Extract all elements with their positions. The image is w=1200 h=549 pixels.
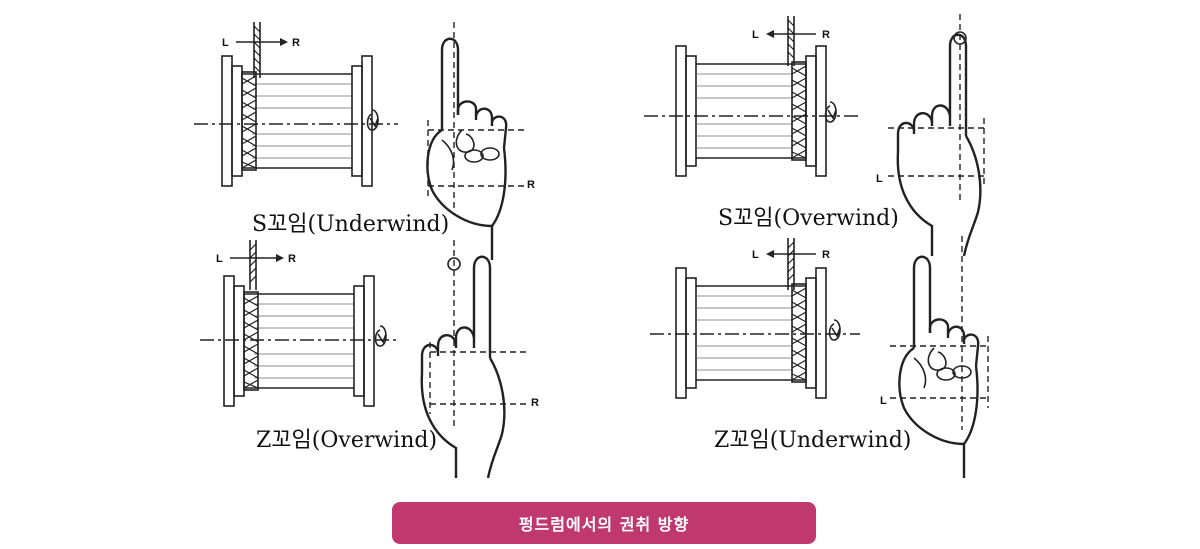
hand-side-marker: L	[880, 395, 887, 407]
quadrant-label: S꼬임(Overwind)	[718, 206, 899, 231]
caption-text: 펑드럼에서의 권취 방향	[518, 515, 690, 534]
quadrant-z-overwind: L R R Z꼬임(Overwind)	[200, 240, 539, 480]
quadrant-s-underwind: L R R S꼬임(Underwind)	[194, 22, 535, 262]
rotation-arrow-icon	[374, 325, 387, 347]
quadrant-label: Z꼬임(Underwind)	[714, 428, 911, 453]
drum	[675, 267, 827, 399]
hand-icon	[896, 33, 982, 258]
rotation-arrow-icon	[824, 101, 837, 123]
drum	[221, 55, 373, 187]
left-marker: L	[752, 249, 759, 261]
right-marker: R	[288, 253, 296, 265]
drum	[675, 45, 827, 177]
quadrant-s-overwind: L R L S꼬임(Overwind)	[644, 14, 985, 258]
winding-direction-diagram: L R R S꼬임(Underwind) L R L S꼬임(O	[194, 14, 989, 480]
hand-side-marker: R	[531, 397, 539, 409]
hand-side-marker: R	[527, 179, 535, 191]
quadrant-z-underwind: L R L Z꼬임(Underwind)	[650, 236, 989, 480]
quadrant-label: S꼬임(Underwind)	[252, 212, 449, 237]
caption-banner: 펑드럼에서의 권취 방향	[392, 502, 816, 544]
left-marker: L	[752, 29, 759, 41]
right-marker: R	[822, 29, 830, 41]
right-marker: R	[292, 37, 300, 49]
drum	[223, 275, 375, 407]
left-marker: L	[222, 37, 229, 49]
hand-side-marker: L	[876, 173, 883, 185]
right-marker: R	[822, 249, 830, 261]
rotation-arrow-icon	[828, 319, 841, 341]
left-marker: L	[216, 253, 223, 265]
quadrant-label: Z꼬임(Overwind)	[256, 428, 437, 453]
